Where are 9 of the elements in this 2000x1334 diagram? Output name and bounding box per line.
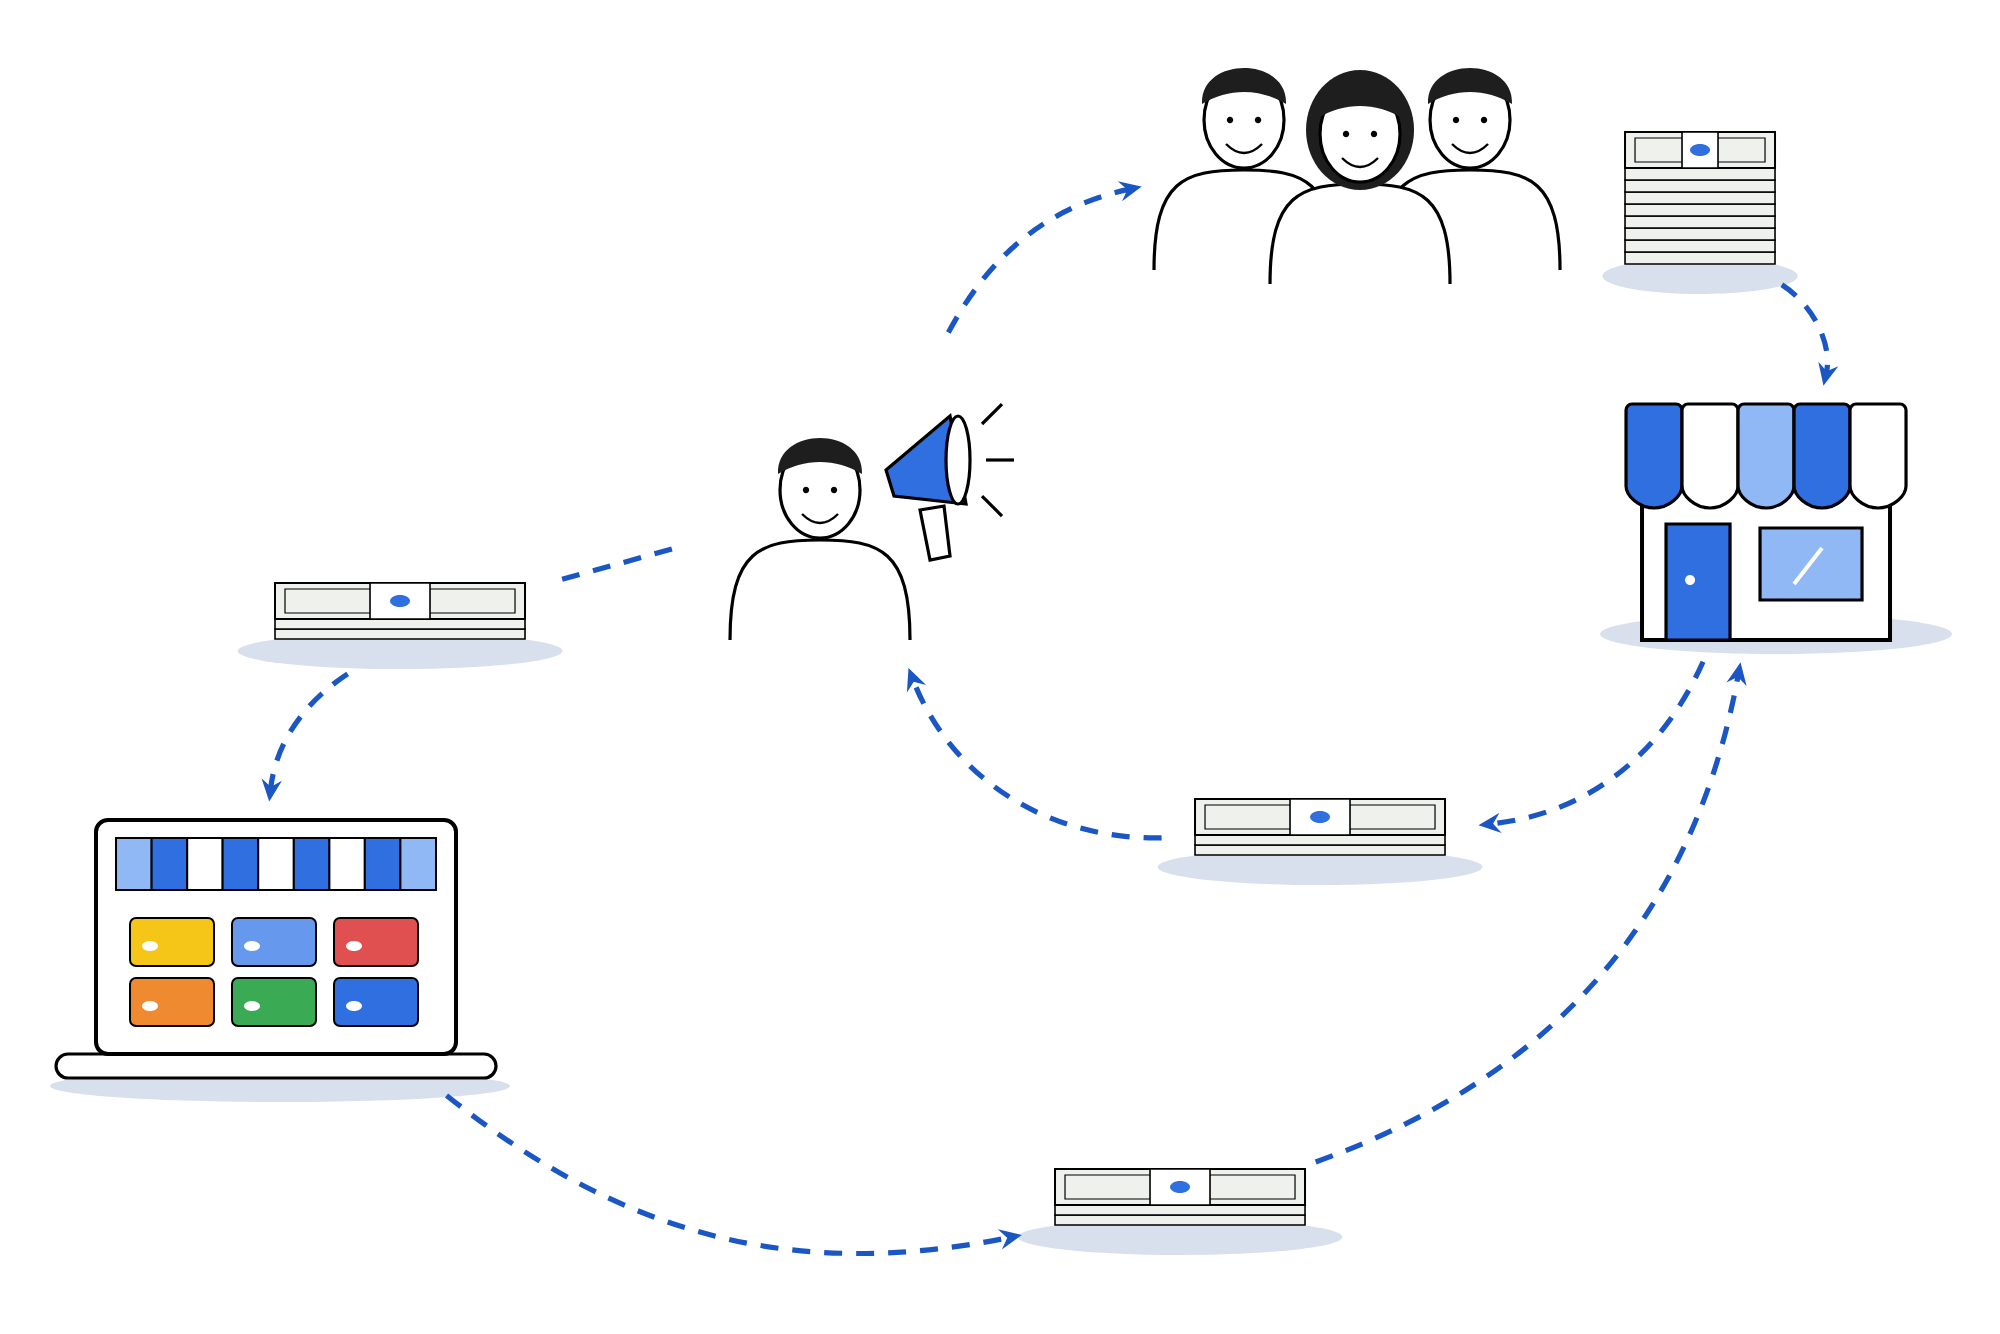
promoter-drawing bbox=[728, 402, 1014, 642]
cash-stack-drawing bbox=[1157, 798, 1483, 885]
laptop-shop-drawing bbox=[50, 818, 510, 1102]
cash-stack-drawing bbox=[1602, 131, 1798, 294]
cash-stack-drawing bbox=[1017, 1168, 1343, 1255]
dashed-line bbox=[557, 546, 673, 583]
storefront-drawing bbox=[1600, 402, 1953, 654]
people-drawing bbox=[1152, 68, 1562, 286]
cash-stack-drawing bbox=[237, 582, 563, 669]
